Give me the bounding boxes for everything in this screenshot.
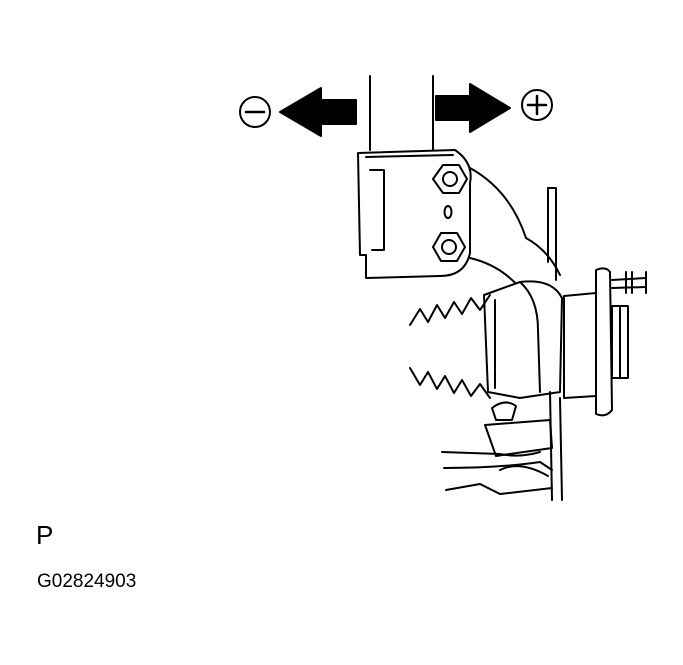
right-arrow-icon: [435, 83, 511, 133]
driveshaft-boot: [409, 294, 491, 399]
strut-tube: [369, 75, 434, 151]
wheel-hub: [563, 267, 629, 417]
plus-direction-indicator: [435, 83, 553, 133]
upper-bolt-icon: [432, 164, 468, 194]
view-letter: P: [36, 520, 53, 550]
plus-circle-icon: [521, 89, 553, 121]
camber-mark-icon: [443, 205, 453, 219]
lower-bolt-icon: [432, 232, 466, 262]
figure-code: G02824903: [37, 571, 136, 592]
minus-circle-icon: [239, 96, 271, 128]
left-arrow-icon: [279, 87, 357, 137]
hub-bolt-icon: [611, 271, 647, 294]
steering-knuckle: [483, 187, 563, 399]
minus-direction-indicator: [239, 87, 357, 137]
lower-ball-joint: [441, 391, 563, 501]
